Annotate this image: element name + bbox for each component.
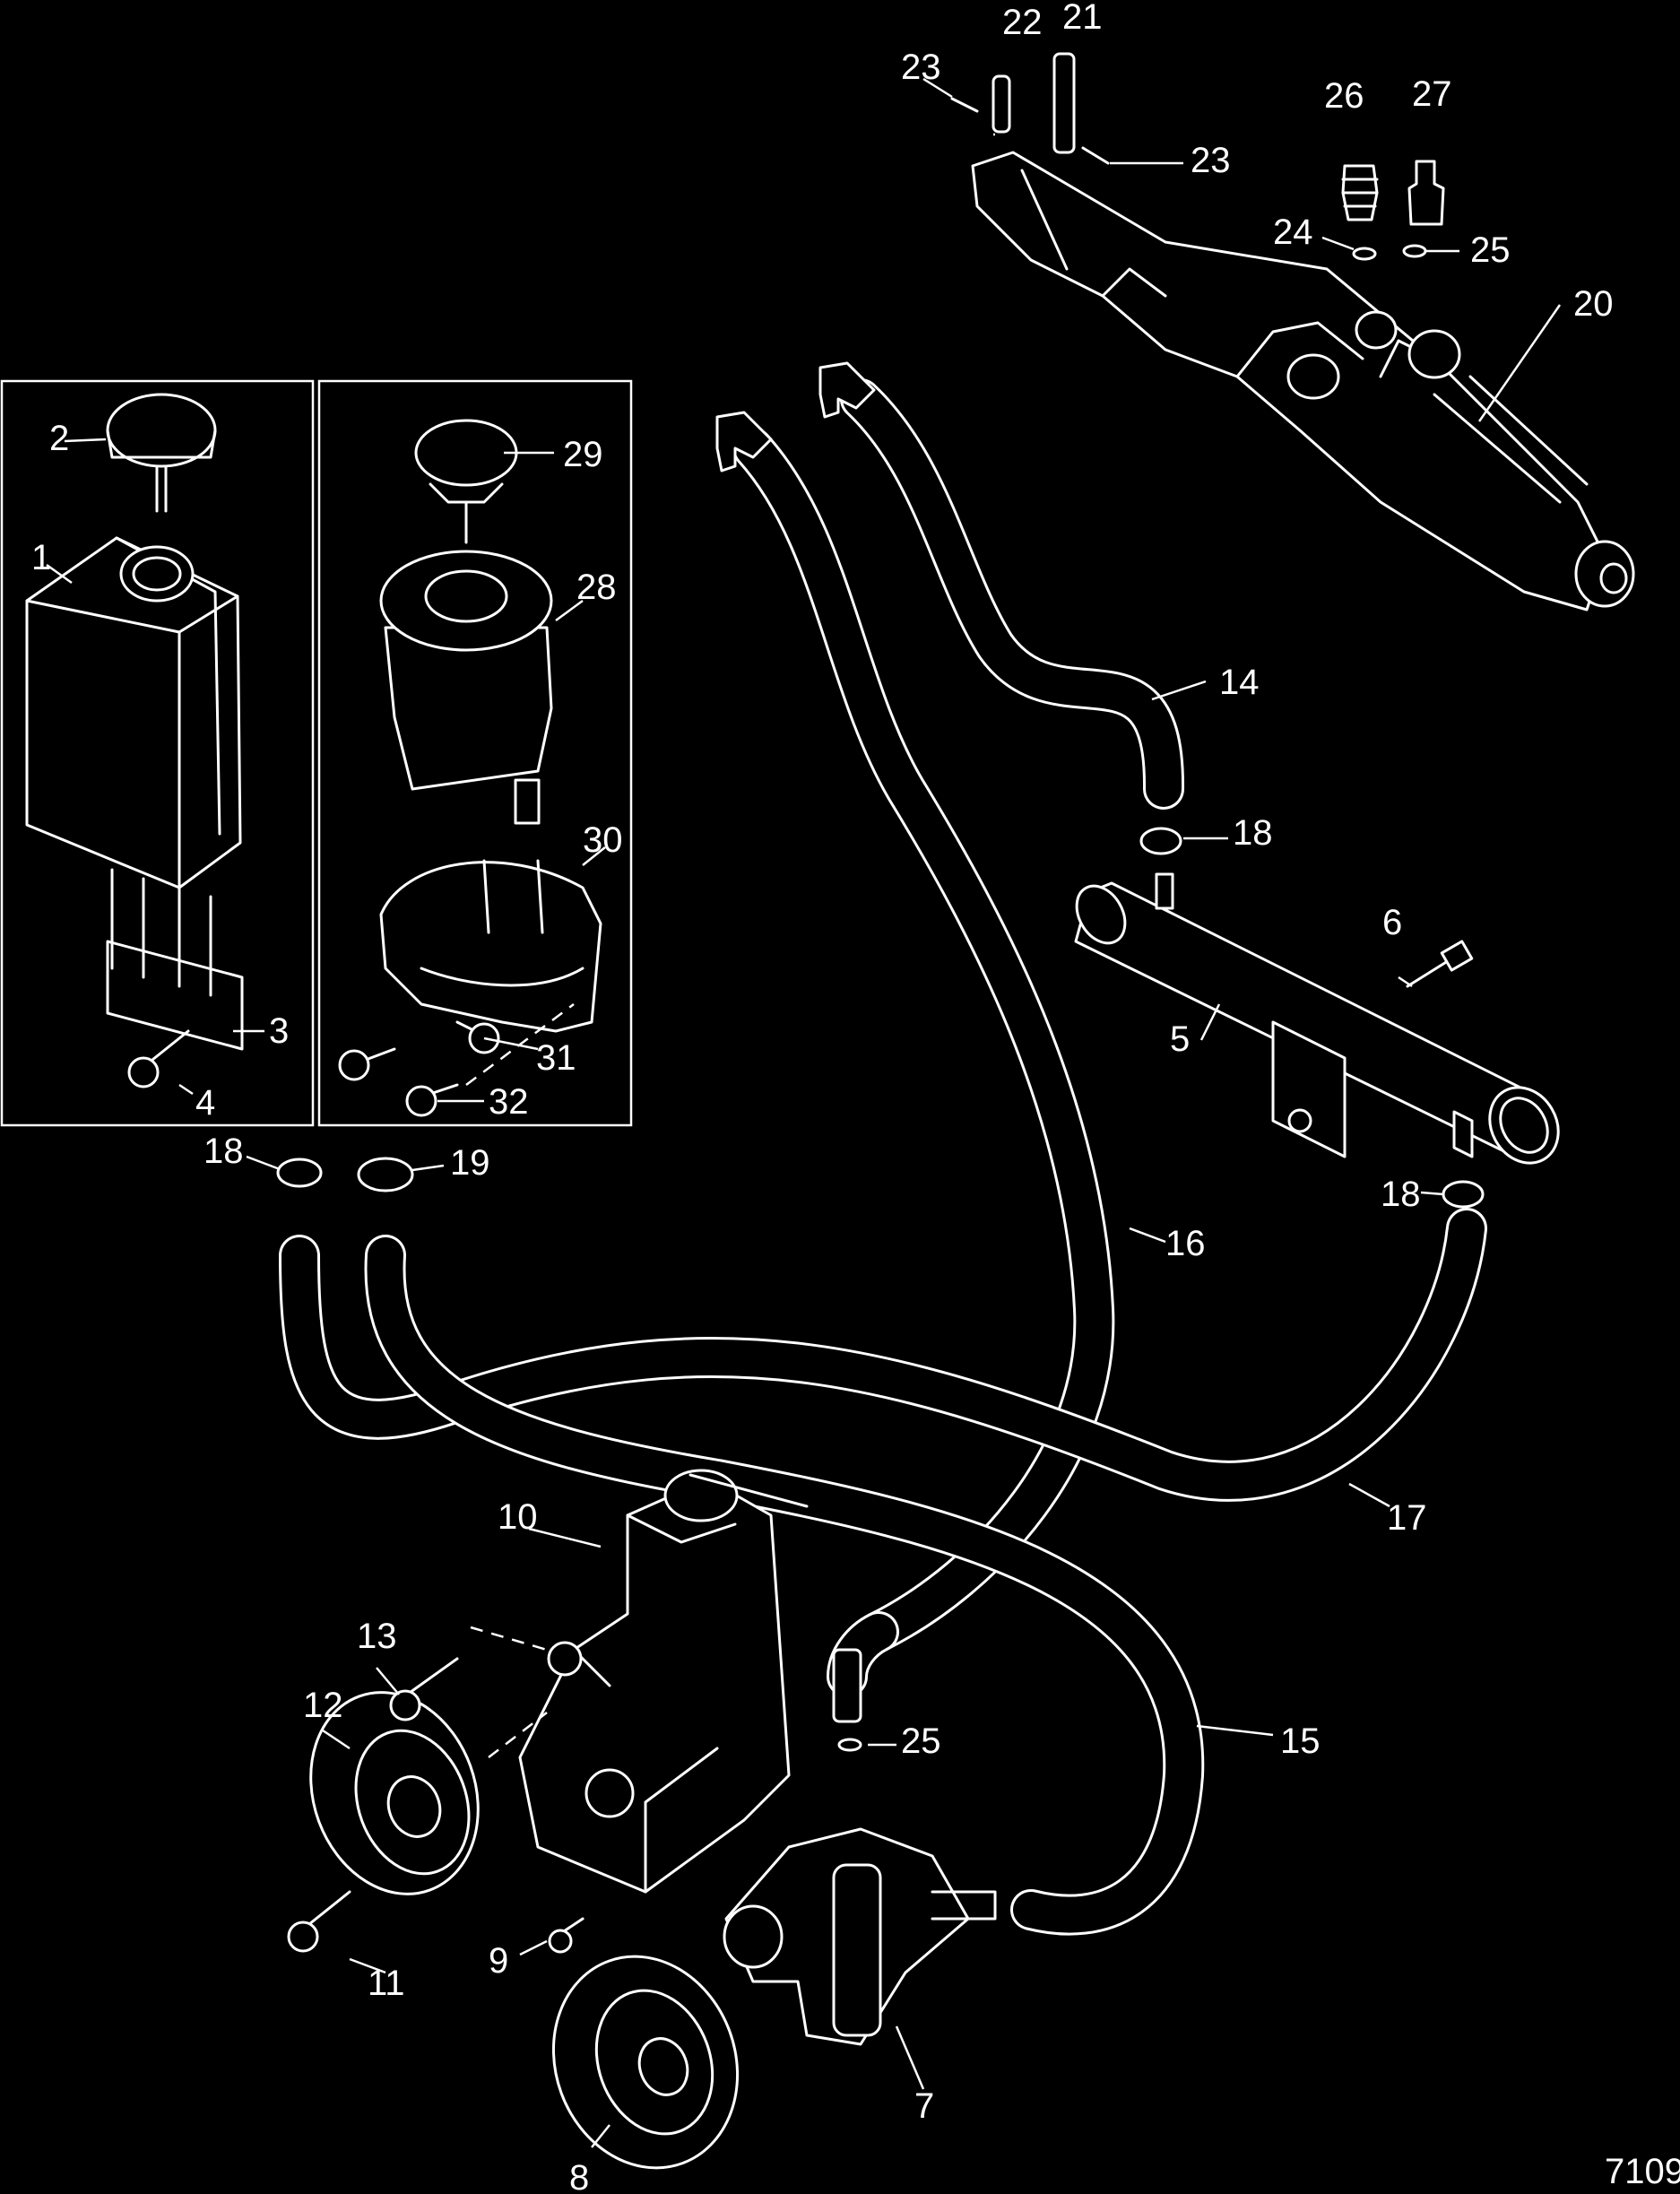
callout-16: 16 [1165,1224,1206,1263]
hose-clamp-18-left [276,1158,323,1188]
callout-25-top: 25 [1470,230,1511,270]
reservoir-28 [379,550,553,825]
callouts: 21 22 23 23 26 27 24 25 20 14 18 6 5 18 … [31,0,1680,2194]
callout-7: 7 [914,2086,934,2126]
pin-22 [992,74,1011,134]
fitting-27 [1407,160,1445,226]
callout-15: 15 [1280,1721,1321,1761]
callout-19: 19 [450,1143,490,1183]
bolt-31 [455,1020,500,1054]
reservoir-inset-box-left [0,379,315,1127]
callout-20: 20 [1573,284,1614,324]
callout-18-top: 18 [1233,813,1273,853]
callout-5: 5 [1170,1019,1190,1059]
callout-27: 27 [1412,74,1452,114]
bolt-4 [127,1029,190,1088]
callout-25-bottom: 25 [901,1721,941,1761]
callout-30: 30 [583,820,623,860]
leader-dashed-12 [488,1712,548,1758]
callout-9: 9 [489,1941,508,1981]
bolt-9 [548,1917,585,1954]
pin-21 [1052,52,1076,154]
bolt-31b [338,1047,396,1081]
hose-clamp-18-right [1442,1180,1485,1209]
hose-clamp-18-top [1139,827,1182,855]
callout-8: 8 [569,2158,589,2194]
hose-16 [732,428,1115,1652]
elbow-fitting-14 [818,361,876,419]
callout-22: 22 [1002,3,1043,42]
callout-32: 32 [489,1082,529,1122]
callout-13: 13 [357,1617,397,1656]
power-steering-pump-7 [723,1648,997,2046]
washer-24 [1352,247,1377,261]
callout-24: 24 [1273,212,1313,252]
leader-lines [46,77,1562,2148]
elbow-fitting-16 [715,411,773,473]
bolt-13 [389,1657,459,1721]
callout-12: 12 [303,1686,343,1725]
fitting-26 [1341,164,1379,221]
leader-dashed-13 [470,1626,548,1652]
callout-21: 21 [1062,0,1103,37]
callout-2: 2 [49,419,69,458]
callout-11: 11 [368,1964,405,2003]
washer-25b [837,1738,862,1752]
cap-29 [414,419,518,544]
callout-18-right: 18 [1381,1175,1421,1214]
callout-18-left: 18 [204,1132,244,1171]
callout-31: 31 [536,1038,576,1078]
reservoir-inset-box-right [317,379,633,1127]
hose-17 [279,1208,1487,1502]
callout-3: 3 [269,1011,289,1051]
oil-cooler [1074,872,1560,1165]
washer-25a [1402,244,1427,258]
callout-10: 10 [498,1497,538,1537]
hose-14 [840,378,1185,810]
callout-1: 1 [31,538,51,577]
bracket-3 [106,868,244,1051]
steering-cylinder [971,151,1635,611]
mount-bracket-10 [518,1469,809,1894]
hose-15 [364,1235,1205,1936]
callout-4: 4 [195,1083,215,1123]
callout-14: 14 [1219,663,1260,702]
callout-28: 28 [576,568,617,607]
reservoir-1 [25,536,242,889]
callout-23-right: 23 [1191,141,1231,180]
cap-2 [106,393,217,513]
callout-23-left: 23 [901,48,941,87]
bolt-32 [405,1083,459,1117]
pump-pulley-8 [551,1955,740,2170]
idler-pulley-12 [309,1691,480,1895]
figure-number: 7109 [1605,2152,1680,2191]
hose-clamp-19 [357,1157,414,1192]
cotter-pin-23b [1081,146,1110,165]
bracket-30 [379,859,602,1033]
bolt-6 [1406,940,1474,988]
callout-26: 26 [1324,76,1364,116]
bolt-11 [287,1890,351,1953]
callout-29: 29 [563,435,603,474]
cotter-pin-23a [950,97,979,113]
callout-17: 17 [1387,1498,1427,1538]
callout-6: 6 [1382,903,1402,942]
